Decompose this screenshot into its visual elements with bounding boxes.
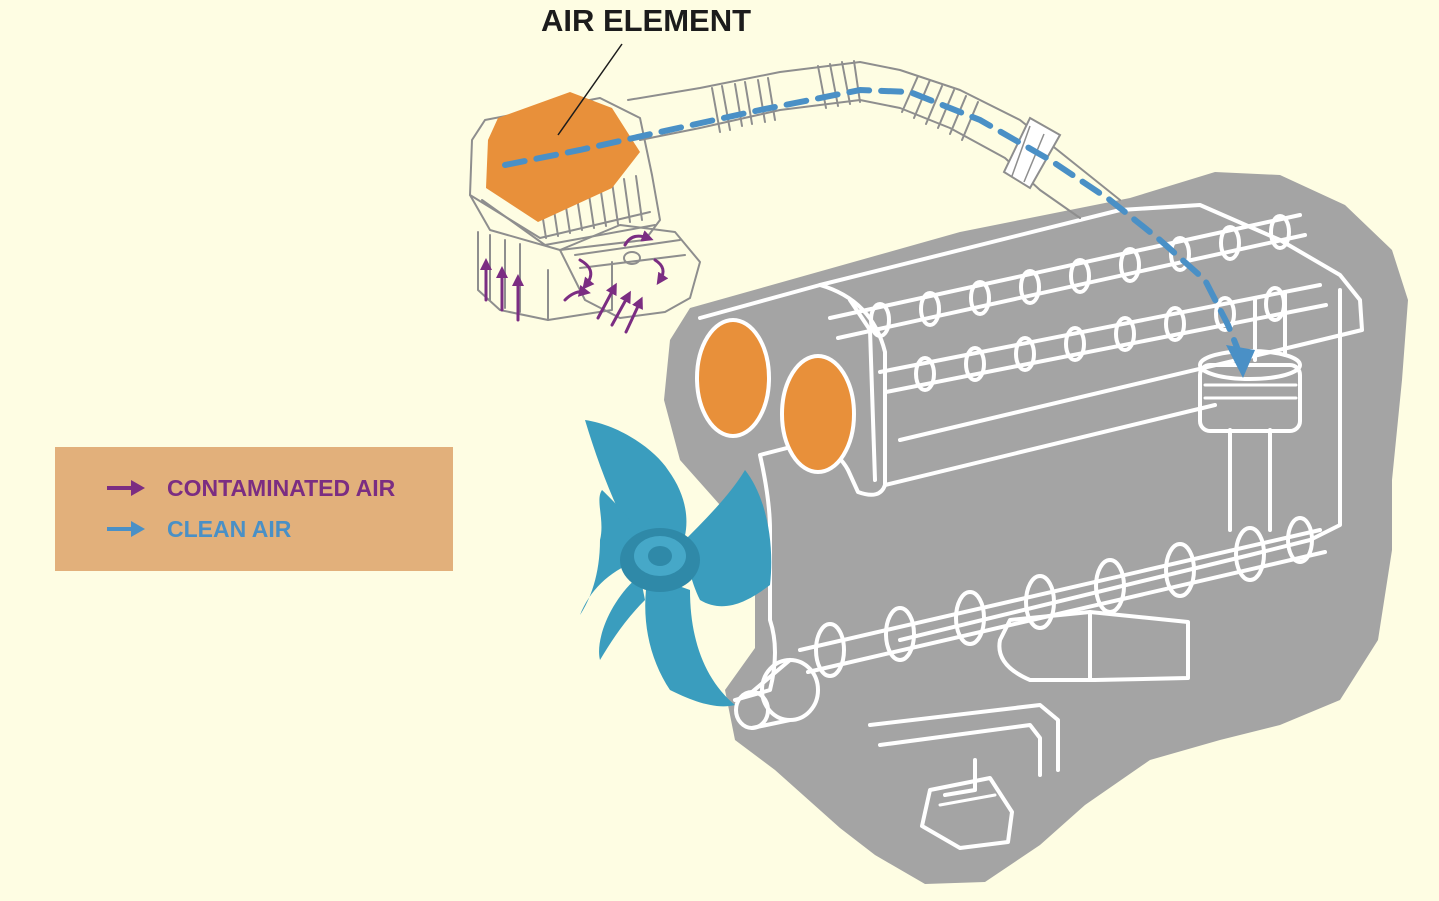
arrow-right-icon — [107, 521, 145, 537]
air-element — [486, 92, 640, 222]
timing-pulleys — [695, 318, 856, 474]
head-top-outline — [818, 203, 1364, 442]
oil-line — [868, 703, 1060, 797]
crankshaft — [798, 516, 1327, 678]
callout-leader — [557, 43, 623, 136]
fan-blade-lower-left — [599, 575, 645, 660]
clean-air-path — [502, 86, 1243, 358]
engine-block — [664, 172, 1408, 884]
contaminated-air-arrows — [480, 230, 669, 334]
pulley-left — [695, 318, 771, 438]
intake-hose — [627, 60, 1121, 219]
engine-silhouette — [664, 172, 1408, 884]
legend-label-contaminated-air: CONTAMINATED AIR — [167, 474, 396, 501]
legend-item-contaminated-air: CONTAMINATED AIR — [105, 473, 395, 503]
oil-pan — [920, 776, 1014, 850]
clean-air-arrowhead — [1226, 345, 1255, 378]
air-element-callout: AIR ELEMENT — [541, 3, 751, 38]
block-mid-rail — [883, 403, 1217, 487]
legend-label-clean-air: CLEAN AIR — [167, 515, 292, 542]
fan-blade-right — [680, 470, 772, 607]
fan-blade-left — [580, 490, 650, 615]
cooling-fan — [580, 420, 772, 707]
fan-blade-top — [585, 420, 687, 550]
snorkel-inlet — [559, 224, 701, 319]
fan-blade-bottom — [645, 575, 735, 707]
camshaft-upper — [828, 213, 1307, 340]
crank-pulley — [734, 658, 820, 730]
pulley-right — [780, 354, 856, 474]
starter-motor — [997, 610, 1190, 682]
air-cleaner-housing — [469, 43, 701, 321]
legend-box: CONTAMINATED AIR CLEAN AIR — [55, 447, 453, 571]
arrow-right-icon — [107, 480, 145, 496]
legend-item-clean-air: CLEAN AIR — [105, 514, 291, 544]
